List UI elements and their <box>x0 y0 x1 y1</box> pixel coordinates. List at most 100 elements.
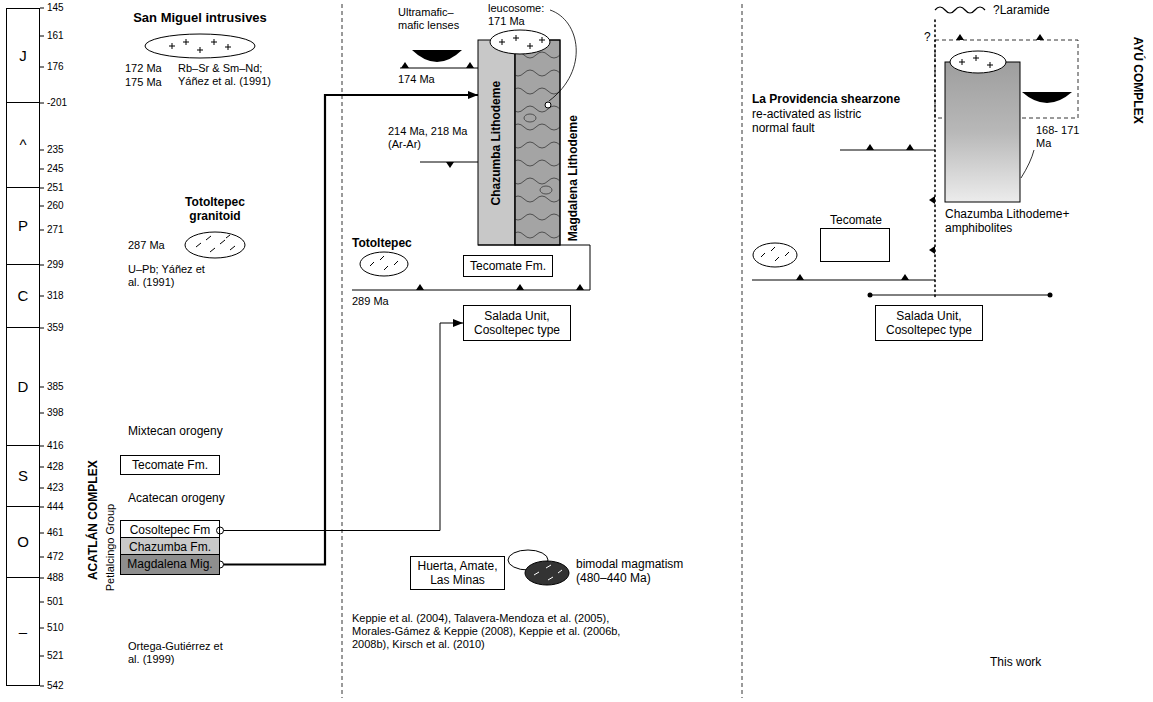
unit-name: Salada Unit, Cosoltepec type <box>876 309 982 338</box>
age-label: 245 <box>47 163 64 175</box>
unit-box: Salada Unit, Cosoltepec type <box>875 305 983 341</box>
age-note: 289 Ma <box>352 295 389 308</box>
thrust-tooth <box>401 62 409 68</box>
unit-name: Tecomate <box>821 213 891 227</box>
period-letter: ^ <box>15 136 30 154</box>
granite-pattern <box>169 39 231 53</box>
fault-dot <box>868 293 873 298</box>
rock-label: Ultramafic–mafic lenses <box>398 6 478 32</box>
complex-label: AYÚ COMPLEX <box>1130 37 1144 124</box>
tick-mark <box>40 533 44 534</box>
unit-name: Chazumba Fm. <box>125 540 215 554</box>
contour-loop <box>524 114 536 122</box>
complex-label: ACATLÁN COMPLEX <box>86 460 100 580</box>
thrust-tooth <box>906 144 914 150</box>
thrust-tooth <box>1036 34 1044 40</box>
formation-box: Magdalena Mig. <box>120 554 220 575</box>
granitoid-pattern <box>196 235 235 252</box>
tick-mark <box>40 656 44 657</box>
age-label: 176 <box>47 61 64 73</box>
unit-name: Salada Unit, Cosoltepec type <box>464 309 570 338</box>
thrust-line <box>352 290 590 291</box>
orogeny-label: Acatecan orogeny <box>128 491 225 505</box>
unconformity-wave <box>935 7 985 13</box>
age-note: 168- 171 Ma <box>1036 124 1082 150</box>
period-cell: C <box>6 265 40 328</box>
tick-mark <box>40 578 44 579</box>
lithodeme-box: Chazumba Lithodeme+ amphibolites <box>945 62 1020 202</box>
leader-line <box>1021 150 1034 178</box>
granitoid-ellipse <box>360 252 408 276</box>
period-cell: J <box>6 8 40 103</box>
age-label: 428 <box>47 461 64 473</box>
formation-box: Tecomate Fm. <box>463 255 553 277</box>
column-separator <box>342 4 343 698</box>
tick-mark <box>40 557 44 558</box>
granitoid-ellipse <box>753 243 797 267</box>
intrusion-name: Totoltepec granitoid <box>170 195 260 224</box>
group-label: Petlalcingo Group <box>104 503 117 590</box>
formation-box: Tecomate Fm. <box>120 455 220 475</box>
period-letter: S <box>14 467 32 485</box>
period-cell: D <box>6 328 40 446</box>
age-note: 214 Ma, 218 Ma (Ar-Ar) <box>388 125 470 151</box>
source-connector <box>220 323 463 531</box>
age-label: 145 <box>47 2 64 14</box>
age-label: 488 <box>47 572 64 584</box>
mafic-pattern <box>534 565 562 580</box>
period-letter: – <box>15 623 31 641</box>
age-label: 260 <box>47 200 64 212</box>
age-label: 251 <box>47 182 64 194</box>
age-note: 174 Ma <box>398 73 435 86</box>
lithodeme-box: Magdalena Lithodeme <box>515 40 560 245</box>
granite-pattern <box>499 35 545 49</box>
mafic-ellipse <box>525 561 569 585</box>
migmatite-outline <box>515 40 560 245</box>
age-note: leucosome: 171 Ma <box>488 2 550 28</box>
age-label: 398 <box>47 407 64 419</box>
tick-mark <box>40 206 44 207</box>
structure-note: re-activated as listric normal fault <box>752 107 882 136</box>
age-label: 235 <box>47 144 64 156</box>
thrust-tooth <box>446 162 454 168</box>
source-label: This work <box>990 655 1041 669</box>
granite-pattern <box>959 55 993 68</box>
unit-name: Chazumba Lithodeme+ amphibolites <box>945 207 1085 236</box>
age-label: -201 <box>47 97 67 109</box>
age-label: 501 <box>47 596 64 608</box>
period-cell: ^ <box>6 103 40 188</box>
thrust-tooth <box>796 274 804 280</box>
tick-mark <box>40 230 44 231</box>
age-label: 299 <box>47 259 64 271</box>
age-label: 416 <box>47 440 64 452</box>
thrust-line <box>840 150 935 151</box>
age-note: 172 Ma <box>125 62 162 75</box>
tick-mark <box>40 686 44 687</box>
period-letter: O <box>13 533 33 551</box>
age-label: 542 <box>47 680 64 692</box>
event-label: ?Laramide <box>993 3 1050 17</box>
age-label: 461 <box>47 527 64 539</box>
lithodeme-box: Chazumba Lithodeme <box>478 40 515 245</box>
tick-mark <box>40 328 44 329</box>
period-letter: D <box>14 378 33 396</box>
sample-dot <box>545 102 551 108</box>
lithodeme-fill <box>478 40 515 245</box>
granitoid-pattern <box>370 256 398 270</box>
period-letter: C <box>14 287 33 305</box>
age-label: 318 <box>47 290 64 302</box>
magmatism-label: bimodal magmatism (480–440 Ma) <box>576 557 701 586</box>
age-label: 521 <box>47 650 64 662</box>
age-label: 359 <box>47 322 64 334</box>
intrusion-name: Totoltepec <box>352 236 412 250</box>
formation-box: Tecomate <box>820 228 890 262</box>
period-letter: J <box>15 47 31 65</box>
unit-name: Magdalena Lithodeme <box>566 115 580 241</box>
tick-mark <box>40 296 44 297</box>
leucosome-ellipse <box>490 30 550 54</box>
age-label: 444 <box>47 501 64 513</box>
contour-lines <box>515 52 560 238</box>
source-connector <box>220 95 478 565</box>
